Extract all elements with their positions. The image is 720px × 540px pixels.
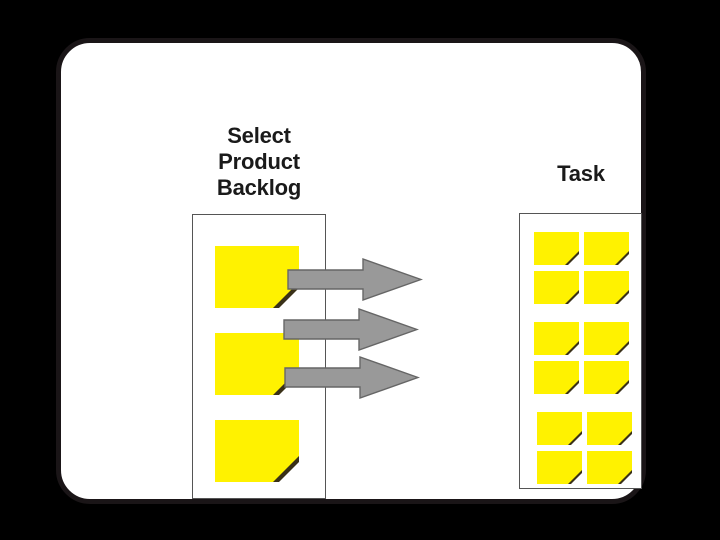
note-curl-cut-icon — [621, 434, 632, 445]
note-curl-cut-icon — [568, 344, 579, 355]
note-curl-cut-icon — [621, 473, 632, 484]
flow-arrow-right-icon — [284, 356, 420, 399]
flow-arrow-right-icon — [283, 308, 419, 351]
page-title-task: Task — [557, 161, 605, 186]
note-curl-cut-icon — [568, 293, 579, 304]
task-note[interactable] — [537, 412, 582, 445]
backlog-note[interactable] — [215, 246, 299, 308]
task-note[interactable] — [587, 412, 632, 445]
task-note[interactable] — [534, 322, 579, 355]
task-note[interactable] — [534, 271, 579, 304]
note-curl-cut-icon — [618, 293, 629, 304]
slide-frame: Select Product Backlog Task — [56, 38, 646, 504]
task-note[interactable] — [587, 451, 632, 484]
backlog-note[interactable] — [215, 420, 299, 482]
note-curl-cut-icon — [279, 288, 299, 308]
task-note[interactable] — [584, 361, 629, 394]
note-curl-cut-icon — [618, 344, 629, 355]
task-note[interactable] — [537, 451, 582, 484]
note-curl-cut-icon — [618, 383, 629, 394]
flow-arrow-right-icon — [287, 258, 423, 301]
task-panel — [519, 213, 642, 489]
note-curl-cut-icon — [568, 383, 579, 394]
product-backlog-panel — [192, 214, 326, 499]
task-note[interactable] — [584, 271, 629, 304]
task-note[interactable] — [534, 361, 579, 394]
task-note[interactable] — [534, 232, 579, 265]
note-curl-cut-icon — [618, 254, 629, 265]
page-title-select-product-backlog: Select Product Backlog — [216, 123, 302, 200]
note-curl-cut-icon — [571, 473, 582, 484]
note-curl-cut-icon — [571, 434, 582, 445]
note-curl-cut-icon — [568, 254, 579, 265]
task-note[interactable] — [584, 322, 629, 355]
note-curl-cut-icon — [279, 462, 299, 482]
task-note[interactable] — [584, 232, 629, 265]
